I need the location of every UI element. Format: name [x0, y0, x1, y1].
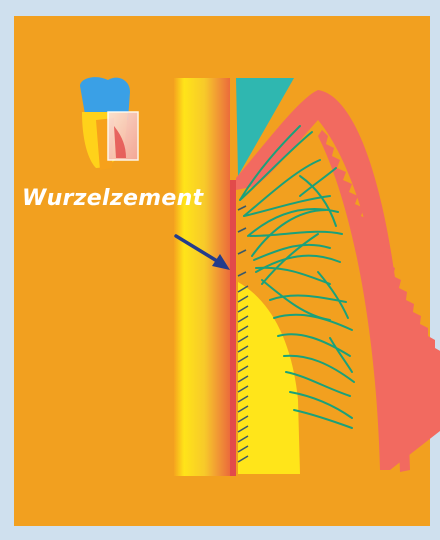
- cementum-line: [230, 180, 236, 476]
- dentin-band: [174, 78, 230, 476]
- tooth-thumbnail-icon: [80, 77, 138, 170]
- alveolar-bone: [238, 282, 300, 474]
- cementum-label: Wurzelzement: [22, 186, 203, 211]
